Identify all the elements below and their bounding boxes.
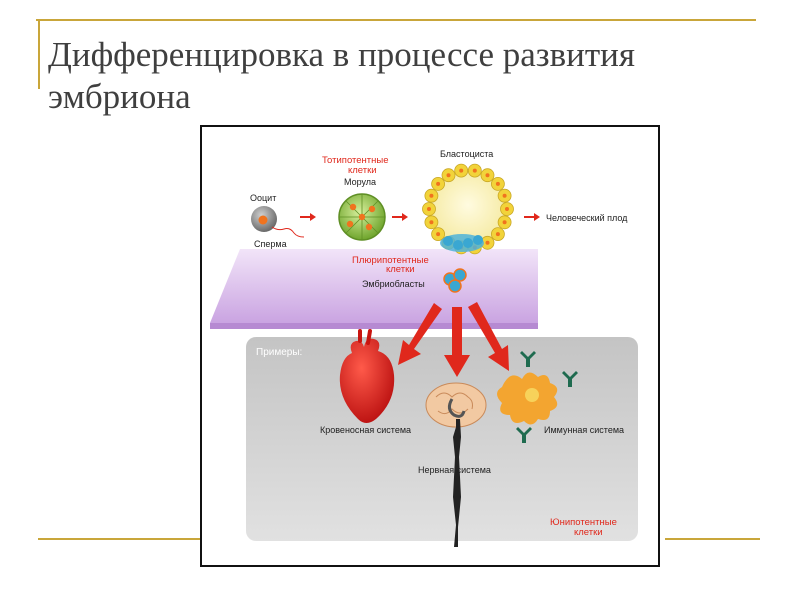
- immune-cell-icon: [497, 372, 558, 425]
- footer-rule-left: [38, 538, 200, 540]
- morula-icon: [338, 193, 386, 241]
- sperm-icon: [271, 226, 305, 238]
- blastocyst-ring-nucleus: [495, 181, 500, 186]
- blastocyst-ring-nucleus: [485, 173, 490, 178]
- examples-panel: [246, 337, 638, 541]
- blastocyst-ring-nucleus: [446, 173, 451, 178]
- morula-label: Морула: [344, 177, 376, 187]
- slide-title-line2: эмбриона: [48, 77, 191, 116]
- pluripotent-label-line2: клетки: [386, 264, 415, 275]
- blastocyst-ring-nucleus: [485, 240, 490, 245]
- antibody-icons: [516, 351, 578, 443]
- title-rule-side: [38, 19, 40, 89]
- differentiation-arrows: [398, 302, 509, 377]
- differentiation-diagram: Примеры: Ооцит Сперма Тотипотентные клет…: [210, 149, 638, 547]
- slide-title-line1: Дифференцировка в процессе развития: [48, 35, 635, 74]
- slide-title: Дифференцировка в процессе развития эмбр…: [48, 34, 768, 118]
- differentiation-figure: Примеры: Ооцит Сперма Тотипотентные клет…: [200, 125, 660, 567]
- immune-system-label: Иммунная система: [544, 425, 624, 435]
- blastocyst-ring-nucleus: [429, 193, 434, 198]
- title-rule-top: [36, 19, 756, 21]
- heart-icon: [339, 329, 395, 423]
- unipotent-label-line2: клетки: [574, 527, 603, 538]
- blastocyst-label: Бластоциста: [440, 149, 493, 159]
- blastocyst-ring-nucleus: [436, 232, 441, 237]
- sperm-label: Сперма: [254, 239, 287, 249]
- circulatory-system-label: Кровеносная система: [320, 425, 411, 435]
- blastocyst-ring-nucleus: [495, 232, 500, 237]
- oocyte-nucleus-icon: [258, 215, 268, 225]
- pluripotent-label-line1: Плюрипотентные: [352, 255, 429, 266]
- nervous-system-label: Нервная система: [418, 465, 491, 475]
- blastocyst-ring-nucleus: [472, 168, 477, 173]
- embryoblast-cells-icon: [443, 268, 467, 293]
- blastocyst-ring-nucleus: [505, 207, 509, 211]
- blastocyst-ring-nucleus: [502, 220, 507, 225]
- oocyte-label: Ооцит: [250, 193, 276, 203]
- blastocyst-ring-nucleus: [459, 168, 464, 173]
- human-fetus-label: Человеческий плод: [546, 213, 628, 223]
- blastocyst-ring-nucleus: [436, 181, 441, 186]
- unipotent-label-line1: Юнипотентные: [550, 517, 617, 528]
- blastocyst-icon: [422, 163, 514, 255]
- pluripotent-platform: [210, 249, 538, 323]
- blastocyst-ring-nucleus: [502, 193, 507, 198]
- embryoblasts-label: Эмбриобласты: [362, 279, 425, 289]
- footer-rule-right: [665, 538, 760, 540]
- totipotent-label-line1: Тотипотентные: [322, 155, 389, 166]
- progression-arrows: [300, 213, 540, 221]
- blastocyst-ring-nucleus: [429, 220, 434, 225]
- totipotent-label-line2: клетки: [348, 165, 377, 176]
- spinal-cord-icon: [453, 419, 461, 547]
- blastocyst-ring-nucleus: [427, 207, 431, 211]
- examples-label: Примеры:: [256, 347, 302, 358]
